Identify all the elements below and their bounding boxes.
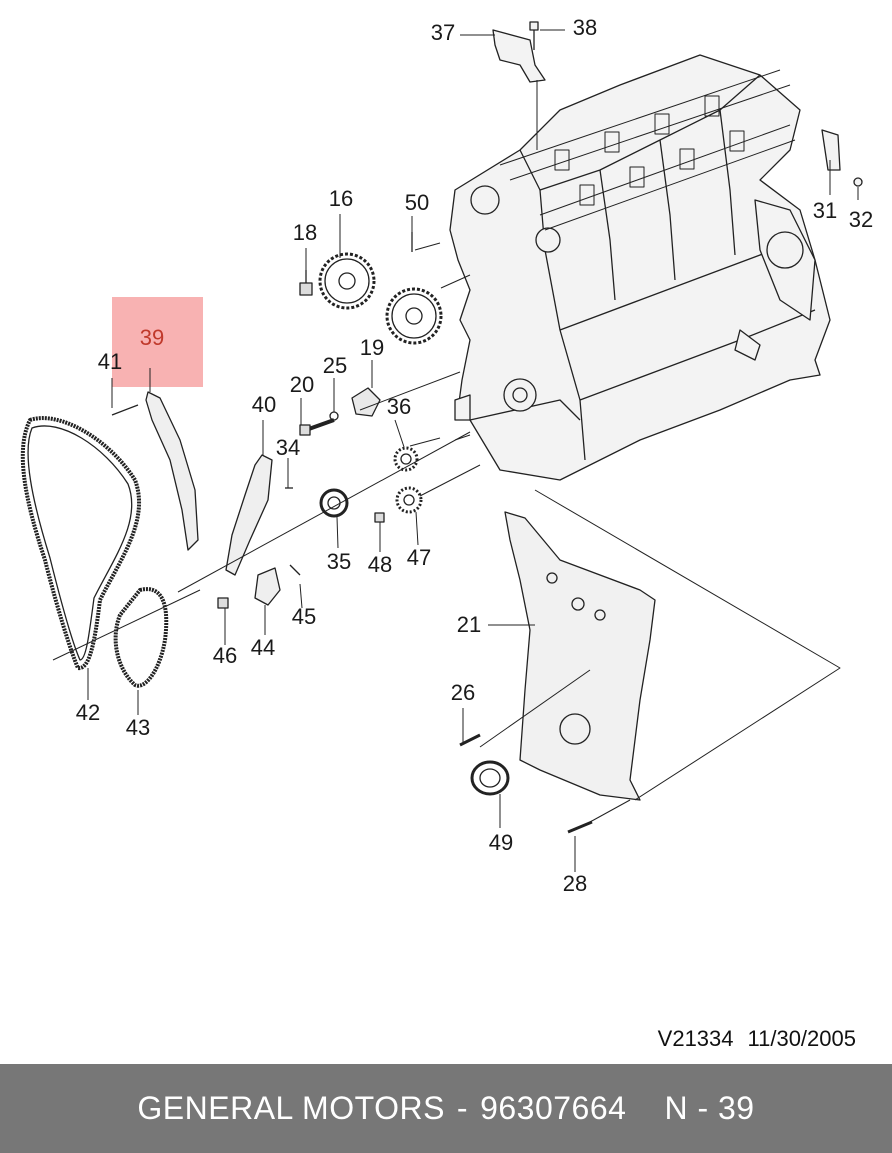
callout-34: 34 <box>275 435 301 460</box>
document-code: V21334 <box>657 1026 734 1051</box>
callout-50: 50 <box>404 190 430 215</box>
sprocket-36 <box>393 446 419 472</box>
sprocket-47 <box>395 486 423 514</box>
bolt-26 <box>459 733 481 747</box>
footer-text: GENERAL MOTORS-96307664 N - 39 <box>137 1090 754 1127</box>
tensioner-19 <box>351 387 381 417</box>
chain-43 <box>113 587 169 688</box>
guide-40 <box>225 454 273 576</box>
footer-part-number: 96307664 <box>480 1090 627 1126</box>
exploded-view-drawing <box>20 21 863 872</box>
camshaft-detail <box>499 69 796 231</box>
callout-35: 35 <box>326 549 352 574</box>
bolt-41 <box>111 404 139 416</box>
callout-28: 28 <box>562 871 588 896</box>
callout-36: 36 <box>386 394 412 419</box>
bolt-18 <box>299 270 313 296</box>
bracket-37 <box>492 21 546 83</box>
callout-44: 44 <box>250 635 276 660</box>
callout-49: 49 <box>488 830 514 855</box>
parts-diagram: 37 38 16 50 18 31 32 39 41 19 25 20 40 3… <box>20 15 874 1052</box>
callout-43: 43 <box>125 715 151 740</box>
callout-48: 48 <box>367 552 393 577</box>
leader-lines <box>52 29 859 872</box>
callout-46: 46 <box>212 643 238 668</box>
sprocket-16 <box>318 252 376 310</box>
callout-42: 42 <box>75 700 101 725</box>
callout-39: 39 <box>139 325 165 350</box>
callout-37: 37 <box>430 20 456 45</box>
washer-25 <box>329 411 339 421</box>
callout-32: 32 <box>848 207 874 232</box>
bolt-28 <box>567 820 593 834</box>
chain-42 <box>20 416 142 670</box>
callout-38: 38 <box>572 15 598 40</box>
footer-separator: - <box>456 1090 469 1126</box>
nut-48 <box>374 512 385 523</box>
callout-40: 40 <box>251 392 277 417</box>
guide-39 <box>145 391 199 551</box>
tensioner-44 <box>254 567 281 606</box>
spring-45 <box>289 564 301 576</box>
callout-18: 18 <box>292 220 318 245</box>
engine-block <box>449 54 831 481</box>
bolt-46 <box>217 597 229 609</box>
document-meta: V21334 11/30/2005 <box>644 1026 856 1052</box>
front-cover-21 <box>504 511 656 801</box>
callout-19: 19 <box>359 335 385 360</box>
callout-26: 26 <box>450 680 476 705</box>
highlight-box <box>112 297 203 387</box>
seal-49 <box>470 760 510 796</box>
footer-bar: GENERAL MOTORS-96307664 N - 39 <box>0 1064 892 1153</box>
footer-brand: GENERAL MOTORS <box>137 1090 445 1126</box>
document-date: 11/30/2005 <box>747 1026 856 1051</box>
sprocket-35 <box>319 488 349 518</box>
callout-45: 45 <box>291 604 317 629</box>
callout-20: 20 <box>289 372 315 397</box>
footer-ref-label: N - 39 <box>664 1090 755 1126</box>
callout-21: 21 <box>456 612 482 637</box>
callout-47: 47 <box>406 545 432 570</box>
callout-41: 41 <box>97 349 123 374</box>
callout-31: 31 <box>812 198 838 223</box>
sensor-31 <box>821 129 863 187</box>
callout-25: 25 <box>322 353 348 378</box>
callout-16: 16 <box>328 186 354 211</box>
bolt-20 <box>299 418 335 436</box>
sprocket-exhaust <box>385 287 443 345</box>
